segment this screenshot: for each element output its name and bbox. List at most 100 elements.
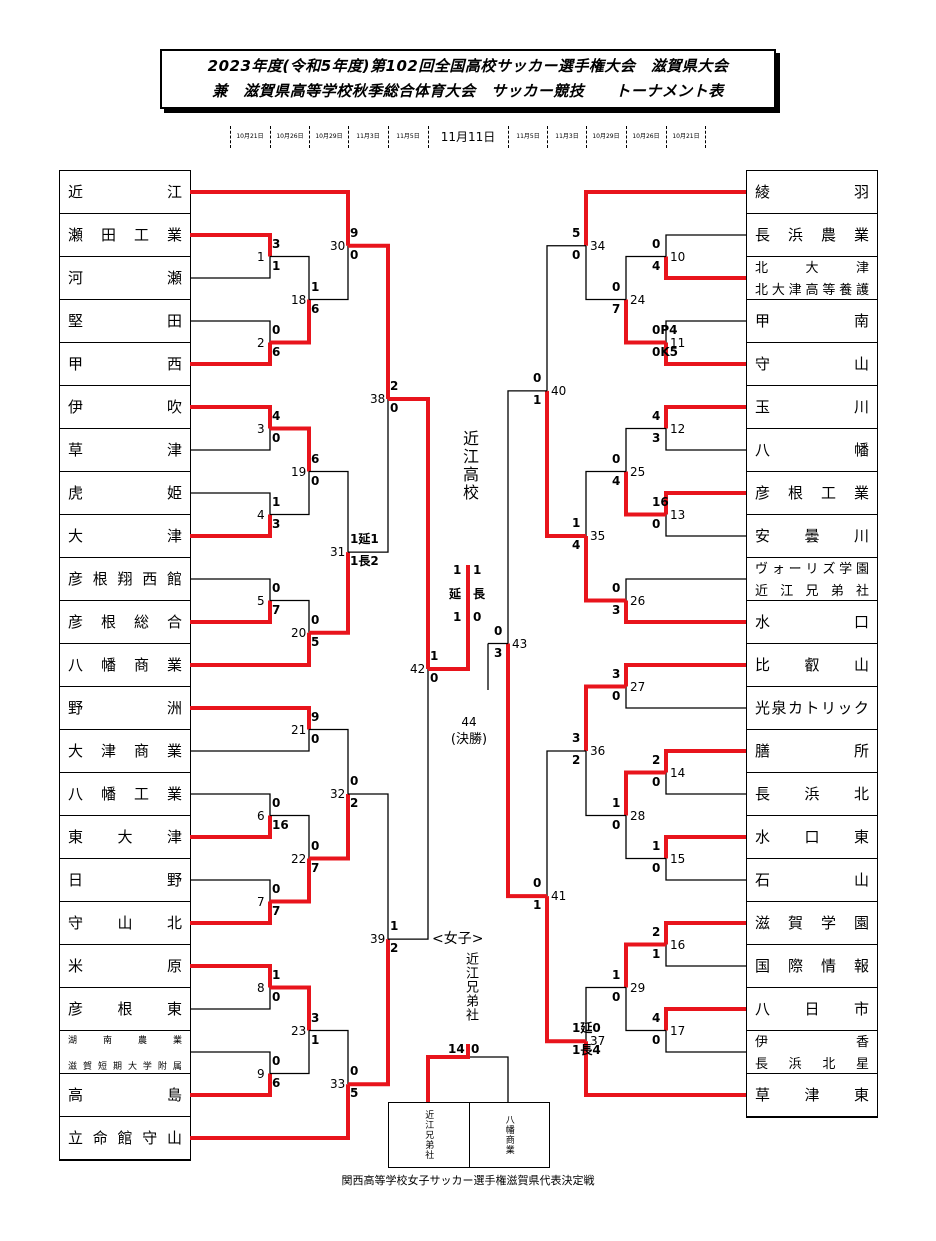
match-number: 32: [330, 787, 346, 801]
match-number: 38: [370, 391, 386, 406]
bracket-line: [190, 428, 271, 451]
date-left-4: 11月3日: [348, 126, 387, 148]
winner-line: [309, 1084, 350, 1140]
score: 0: [652, 774, 661, 789]
left-team-list: 近江瀬田工業河瀬堅田甲西伊吹草津虎姫大津彦根翔西館彦根総合八幡商業野洲大津商業八…: [59, 170, 191, 1161]
score: 2: [652, 752, 661, 767]
winner-line: [348, 243, 390, 399]
winner-line: [348, 939, 390, 1087]
team-row: 米原: [60, 945, 190, 988]
team-row: 日野: [60, 859, 190, 902]
team-row: 安曇川: [747, 515, 877, 558]
winner-line: [309, 190, 350, 246]
bracket-line: [348, 398, 389, 553]
score: 3: [572, 731, 581, 745]
women-champion: 近江兄弟社: [463, 952, 478, 1022]
winner-line: [624, 663, 746, 687]
bracket-line: [585, 751, 626, 817]
score: 1: [272, 258, 281, 273]
team-row: 彦根工業: [747, 472, 877, 515]
match-number: 37: [590, 1034, 606, 1049]
bracket-line: [190, 1051, 271, 1074]
score: 16: [272, 817, 289, 832]
winner-line: [309, 794, 350, 861]
score: 7: [311, 860, 320, 875]
bracket-line: [190, 320, 271, 343]
team-row: 膳所: [747, 730, 877, 773]
final-score-top-right: 1: [473, 563, 482, 577]
match-number: 7: [257, 894, 265, 909]
match-number: 23: [291, 1023, 307, 1038]
winner-line: [584, 536, 626, 603]
team-row: 大津商業: [60, 730, 190, 773]
team-name-2: 長浜北星: [755, 1057, 869, 1072]
score: 0: [612, 580, 621, 595]
winner-line: [624, 770, 666, 816]
team-row: 彦根総合: [60, 601, 190, 644]
winner-line: [190, 514, 272, 538]
team-row: 伊香長浜北星: [747, 1031, 877, 1074]
match-number: 41: [551, 889, 567, 904]
score: 4: [652, 258, 661, 273]
winner-line: [506, 643, 547, 899]
match-number: 14: [670, 765, 686, 780]
winner-line: [190, 233, 272, 257]
title-line-1: 2023年度(令和5年度)第102回全国高校サッカー選手権大会 滋賀県大会: [207, 57, 729, 75]
match-number: 27: [630, 679, 646, 694]
score: 0: [311, 612, 320, 627]
score: 2: [652, 924, 661, 939]
winner-line: [388, 396, 430, 670]
score: 1長2: [350, 554, 379, 569]
score: 3: [494, 645, 503, 660]
team-row: 草津東: [747, 1074, 877, 1117]
bracket-line: [585, 245, 626, 301]
date-left-2: 10月26日: [270, 126, 309, 148]
match-number: 4: [257, 507, 265, 522]
winner-line: [190, 342, 272, 366]
bracket-line: [625, 815, 666, 860]
bracket-line: [190, 793, 271, 816]
score: 0: [612, 989, 621, 1004]
team-row: 甲南: [747, 300, 877, 343]
final-score-bottom-left: 1: [453, 610, 462, 624]
women-caption: 関西高等学校女子サッカー選手権滋賀県代表決定戦: [341, 1174, 595, 1187]
bracket-line: [470, 1056, 509, 1102]
match-number: 19: [291, 464, 307, 479]
women-team-right: 八幡商業: [503, 1115, 514, 1155]
team-row: 高島: [60, 1074, 190, 1117]
winner-line: [190, 706, 311, 730]
right-team-list: 綾羽長浜農業北大津北大津高等養護甲南守山玉川八幡彦根工業安曇川ヴォーリズ学園近江…: [746, 170, 878, 1118]
score: 7: [612, 301, 621, 316]
score: 0: [311, 838, 320, 853]
match-number: 15: [670, 851, 686, 866]
team-row: 長浜北: [747, 773, 877, 816]
final-number: 44: [461, 715, 477, 729]
bracket-line: [546, 750, 586, 897]
team-row: 彦根翔西館: [60, 558, 190, 601]
team-row: 玉川: [747, 386, 877, 429]
women-score-left: 14: [448, 1042, 465, 1056]
winner-line: [624, 471, 666, 517]
score: 0: [572, 247, 581, 262]
women-team-left: 近江兄弟社: [389, 1103, 470, 1167]
score: 5: [572, 225, 581, 240]
score: 7: [272, 602, 281, 617]
winner-line: [664, 342, 746, 366]
score: 1: [311, 279, 320, 294]
winner-line: [426, 1044, 470, 1102]
winner-line: [664, 1007, 746, 1031]
team-row: 守山北: [60, 902, 190, 945]
score: 0: [272, 989, 281, 1004]
team-row: 水口東: [747, 816, 877, 859]
match-number: 5: [257, 593, 265, 608]
score: 1: [430, 649, 439, 664]
score: 2: [390, 378, 399, 393]
bracket-line: [309, 728, 349, 794]
date-center: 11月11日: [428, 126, 507, 148]
final-score-top-left: 1: [453, 563, 462, 577]
bracket-line: [585, 470, 626, 536]
winner-line: [190, 815, 272, 839]
bracket-line: [665, 858, 746, 881]
score: 0: [612, 451, 621, 466]
score: 0: [612, 817, 621, 832]
